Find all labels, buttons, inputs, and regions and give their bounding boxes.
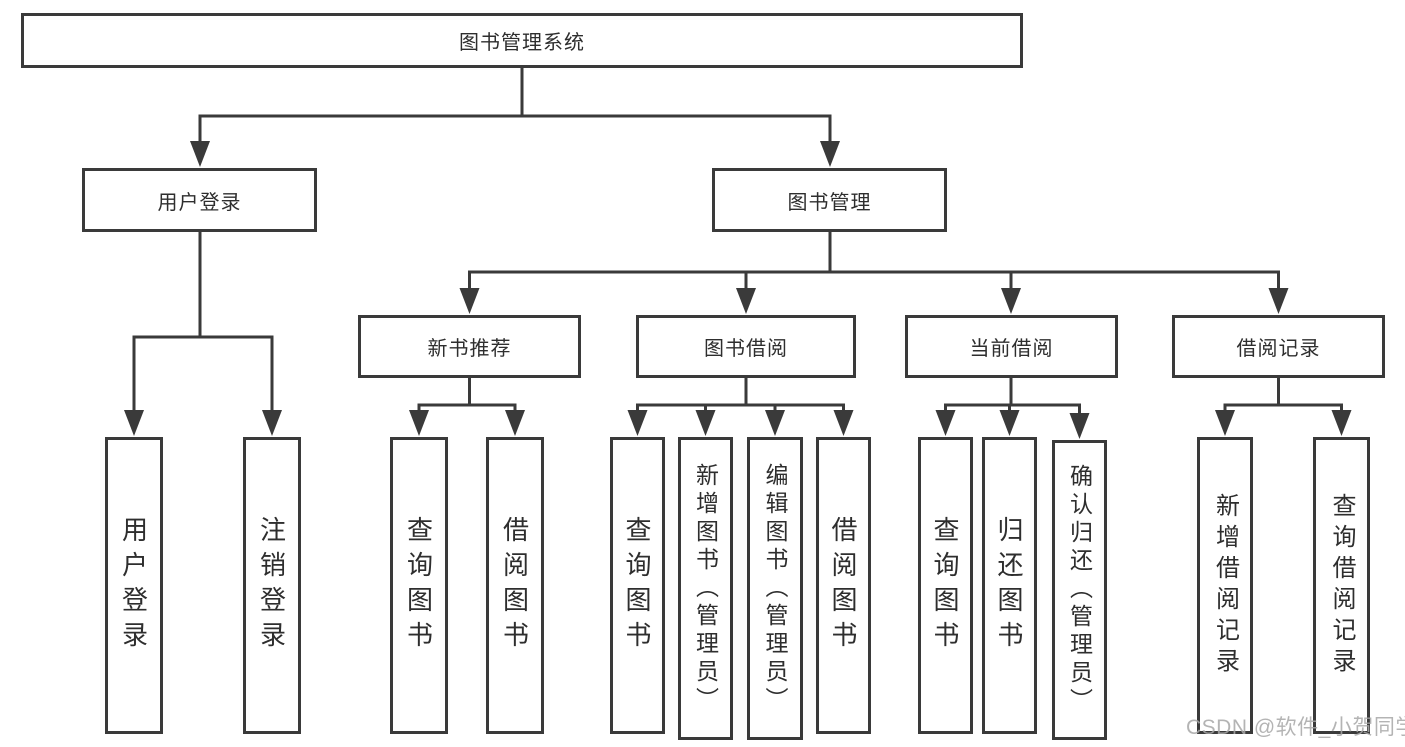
leaf-current-query-books: 查询图书: [918, 437, 973, 734]
leaf-logout-label: 注销登录: [256, 515, 287, 656]
connector-current-borrow: [944, 378, 1081, 415]
node-book-management: 图书管理: [712, 168, 947, 232]
leaf-confirm-return-admin-label: 确认归还（管理员）: [1066, 464, 1093, 716]
leaf-borrow-query-books-label: 查询图书: [622, 515, 652, 656]
node-current-borrow-label: 当前借阅: [969, 338, 1054, 360]
node-book-borrow-label: 图书借阅: [704, 338, 788, 360]
arrowheads: [124, 141, 1352, 439]
leaf-return-books: 归还图书: [982, 437, 1037, 734]
node-book-management-label: 图书管理: [787, 191, 872, 214]
leaf-add-borrow-record: 新增借阅记录: [1197, 437, 1253, 734]
node-user-login-branch: 用户登录: [82, 168, 317, 232]
leaf-recommend-query-books: 查询图书: [390, 437, 448, 734]
leaf-add-books-admin-label: 新增图书（管理员）: [692, 462, 719, 715]
node-library-system-label: 图书管理系统: [459, 32, 585, 54]
leaf-confirm-return-admin: 确认归还（管理员）: [1052, 440, 1107, 740]
node-book-borrow: 图书借阅: [636, 315, 856, 378]
leaf-return-books-label: 归还图书: [994, 515, 1024, 656]
leaf-edit-books-admin: 编辑图书（管理员）: [747, 437, 803, 740]
leaf-recommend-borrow-books: 借阅图书: [486, 437, 544, 734]
leaf-edit-books-admin-label: 编辑图书（管理员）: [762, 462, 788, 715]
connector-root: [198, 68, 832, 143]
leaf-add-books-admin: 新增图书（管理员）: [678, 437, 733, 740]
connector-user-login: [132, 232, 274, 412]
leaf-current-query-books-label: 查询图书: [930, 515, 960, 656]
connector-new-book-recommend: [417, 378, 517, 412]
leaf-query-borrow-record-label: 查询借阅记录: [1328, 492, 1355, 679]
node-library-system: 图书管理系统: [21, 13, 1023, 68]
leaf-recommend-query-books-label: 查询图书: [403, 515, 434, 656]
node-new-book-recommend-label: 新书推荐: [427, 338, 512, 360]
node-borrow-records: 借阅记录: [1172, 315, 1385, 378]
node-current-borrow: 当前借阅: [905, 315, 1118, 378]
leaf-query-borrow-record: 查询借阅记录: [1313, 437, 1370, 734]
leaf-borrow-query-books: 查询图书: [610, 437, 665, 734]
leaf-user-login: 用户登录: [105, 437, 163, 734]
connector-book-management: [468, 232, 1280, 290]
leaf-logout: 注销登录: [243, 437, 301, 734]
watermark-text: CSDN @软件_小贺同学: [1186, 716, 1405, 739]
node-borrow-records-label: 借阅记录: [1236, 338, 1321, 360]
leaf-user-login-label: 用户登录: [118, 515, 149, 656]
node-user-login-branch-label: 用户登录: [157, 191, 242, 214]
leaf-recommend-borrow-books-label: 借阅图书: [499, 515, 530, 656]
connector-book-borrow: [636, 378, 845, 412]
node-new-book-recommend: 新书推荐: [358, 315, 581, 378]
connector-borrow-records: [1223, 378, 1343, 412]
leaf-borrow-books-label: 借阅图书: [828, 515, 858, 656]
leaf-add-borrow-record-label: 新增借阅记录: [1211, 492, 1239, 679]
leaf-borrow-books: 借阅图书: [816, 437, 871, 734]
